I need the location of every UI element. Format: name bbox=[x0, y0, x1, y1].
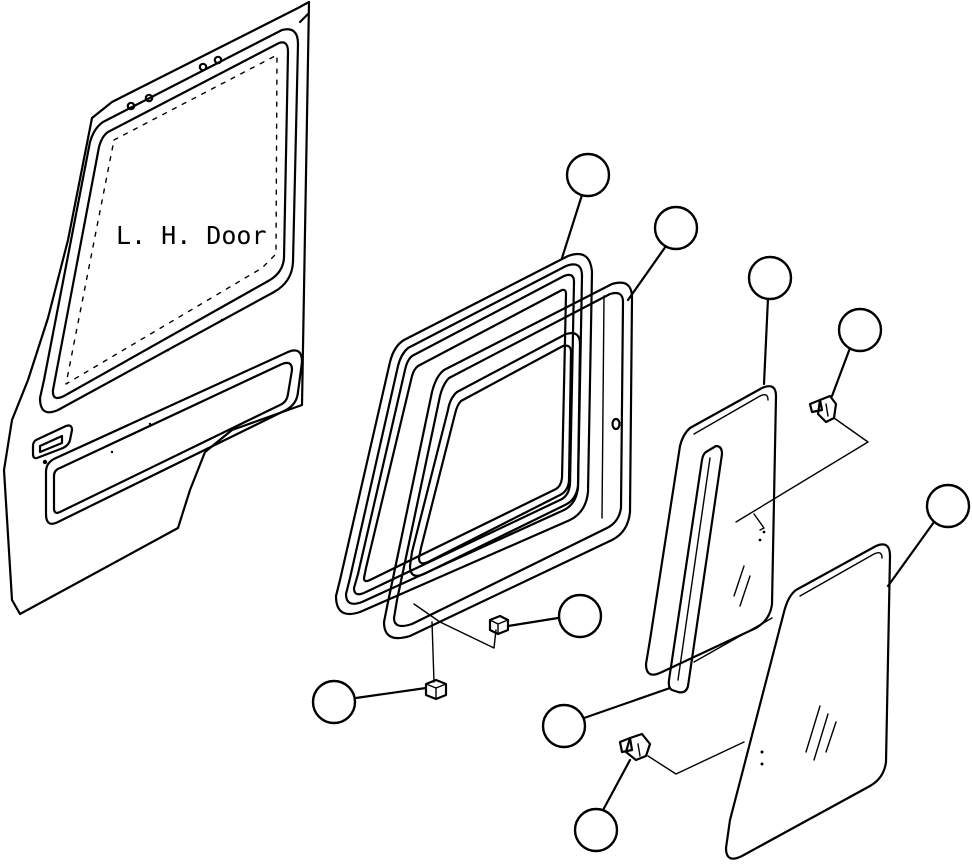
balloon-stopper-bottom bbox=[311, 679, 357, 725]
door-panel: L. H. Door bbox=[2, 0, 311, 616]
balloon-rear-glass bbox=[747, 255, 793, 301]
balloon-front-glass bbox=[925, 483, 971, 529]
balloon-front-latch bbox=[573, 807, 619, 853]
balloon-stopper-right bbox=[557, 593, 603, 639]
frame-stopper-bottom bbox=[424, 678, 448, 701]
frame-stopper-right bbox=[488, 614, 510, 636]
sliding-front-glass bbox=[724, 543, 892, 860]
callout-balloons bbox=[311, 152, 971, 853]
balloon-rear-latch bbox=[837, 307, 883, 353]
balloon-outer-weatherstrip bbox=[565, 152, 611, 198]
rear-glass-latch bbox=[808, 394, 838, 424]
channel-strip bbox=[693, 617, 773, 663]
front-glass-latch bbox=[618, 732, 652, 762]
door-label: L. H. Door bbox=[116, 221, 267, 250]
fixed-rear-glass bbox=[644, 385, 778, 694]
balloon-channel-strip bbox=[541, 703, 587, 749]
outer-weatherstrip bbox=[334, 252, 594, 616]
balloon-inner-frame bbox=[653, 205, 699, 251]
inner-window-frame bbox=[382, 281, 634, 640]
